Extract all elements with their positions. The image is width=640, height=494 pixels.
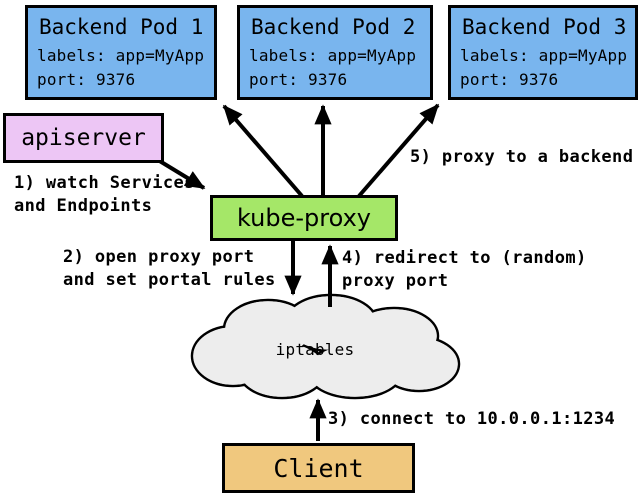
backend-pod-1-box: Backend Pod 1 labels: app=MyApp port: 93…	[25, 5, 217, 100]
client-label: Client	[273, 453, 364, 483]
pod-title: Backend Pod 1	[39, 15, 204, 39]
pod-port: port: 9376	[249, 70, 348, 89]
pod-port: port: 9376	[37, 70, 136, 89]
annotation-step5-line1: 5) proxy to a backend	[410, 147, 634, 167]
pod-labels: labels: app=MyApp	[460, 46, 628, 65]
pod-labels: labels: app=MyApp	[249, 46, 417, 65]
kube-proxy-box: kube-proxy	[210, 195, 398, 241]
arrow-kubeproxy-to-pod3	[357, 103, 440, 198]
annotation-step5: 5) proxy to a backend	[410, 146, 633, 169]
pod-title: Backend Pod 2	[251, 15, 416, 39]
annotation-step2: 2) open proxy port and set portal rules	[63, 246, 276, 292]
backend-pod-2-box: Backend Pod 2 labels: app=MyApp port: 93…	[237, 5, 433, 100]
annotation-step2-line2: and set portal rules	[63, 270, 276, 290]
annotation-step3-line1: 3) connect to 10.0.0.1:1234	[328, 409, 616, 429]
pod-title: Backend Pod 3	[462, 15, 627, 39]
backend-pod-3-box: Backend Pod 3 labels: app=MyApp port: 93…	[448, 5, 638, 100]
iptables-cloud-fill	[193, 296, 458, 397]
annotation-step4-line1: 4) redirect to (random)	[342, 248, 587, 268]
annotation-step2-line1: 2) open proxy port	[63, 247, 255, 267]
annotation-step1-line2: and Endpoints	[14, 196, 153, 216]
client-box: Client	[222, 443, 415, 493]
arrow-kubeproxy-to-pod1	[222, 104, 304, 198]
pod-port: port: 9376	[460, 70, 559, 89]
iptables-label: iptables	[275, 340, 355, 359]
kube-proxy-label: kube-proxy	[237, 204, 371, 232]
arrow-apiserver-to-kubeproxy	[156, 158, 206, 190]
annotation-step1-line1: 1) watch Services	[14, 173, 195, 193]
annotation-step4: 4) redirect to (random) proxy port	[342, 247, 587, 293]
annotation-step1: 1) watch Services and Endpoints	[14, 172, 195, 218]
apiserver-label: apiserver	[21, 125, 146, 151]
annotation-step3: 3) connect to 10.0.0.1:1234	[328, 408, 615, 431]
annotation-step4-line2: proxy port	[342, 271, 449, 291]
pod-labels: labels: app=MyApp	[37, 46, 205, 65]
apiserver-box: apiserver	[3, 113, 164, 163]
